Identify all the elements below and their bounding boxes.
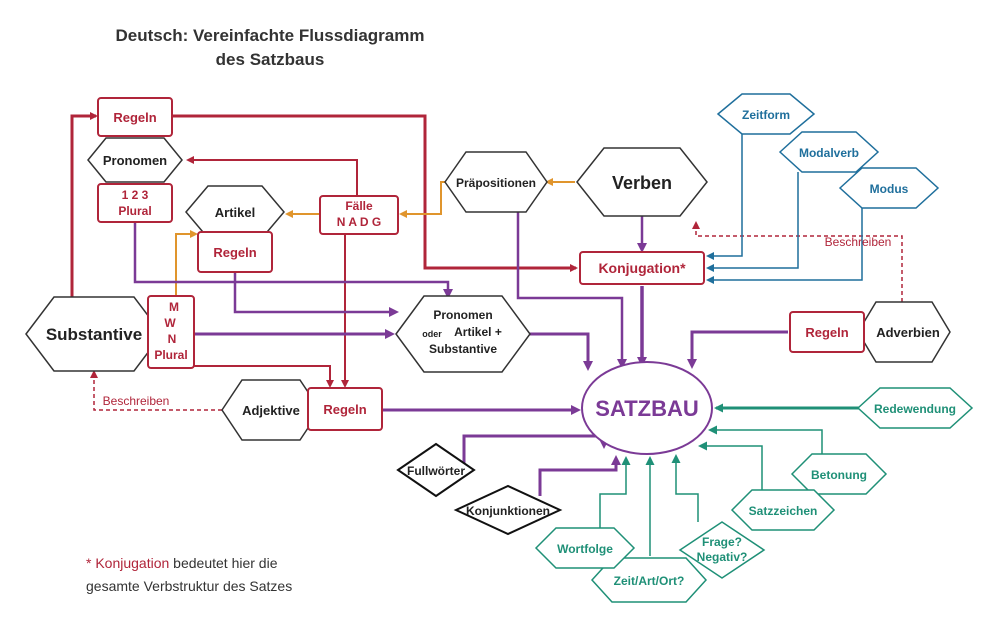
mwn-line-n: N <box>168 332 177 346</box>
beschreiben-right-label: Beschreiben <box>825 235 892 249</box>
konjugation-label: Konjugation* <box>598 260 686 276</box>
faelle-line-2: N A D G <box>337 215 381 229</box>
node-modus: Modus <box>838 167 940 209</box>
arrow-artikel-regeln-to-pas <box>233 272 399 317</box>
pas-line-3: Substantive <box>429 342 497 356</box>
arrow-fullwoerter-to-satzbau <box>462 434 609 466</box>
node-modalverb: Modalverb <box>778 131 880 173</box>
footnote-konjugation: * Konjugation <box>86 555 170 571</box>
node-mwn-rules: M W N Plural <box>147 295 195 369</box>
footnote: * Konjugation bedeutet hier die gesamte … <box>86 552 386 598</box>
faelle-line-1: Fälle <box>345 199 373 213</box>
pronomen-rules-line-1: 1 2 3 <box>122 188 149 202</box>
arrow-modalverb-to-konjugation <box>706 172 799 272</box>
frage-line-2: Negativ? <box>697 550 748 564</box>
arrow-substantive-to-regeln-top <box>70 112 98 298</box>
pronomen-label: Pronomen <box>103 153 167 168</box>
arrow-modus-to-konjugation <box>706 206 863 284</box>
node-pronomen-rules: 1 2 3 Plural <box>97 183 173 223</box>
fullwoerter-label: Fullwörter <box>407 464 465 478</box>
node-frage-negativ: Frage? Negativ? <box>678 521 766 579</box>
footnote-line-2: gesamte Verbstruktur des Satzes <box>86 578 293 594</box>
arrow-regeln-top-to-konjugation <box>173 114 578 272</box>
node-verben: Verben <box>576 147 708 217</box>
node-satzbau: SATZBAU <box>581 361 713 455</box>
arrow-pronomen-to-pas <box>133 220 453 299</box>
redewendung-label: Redewendung <box>874 402 956 416</box>
arrow-adjektive-beschreiben <box>90 370 222 411</box>
footnote-line-1: * Konjugation bedeutet hier die <box>86 552 386 575</box>
node-artikel-regeln: Regeln <box>197 231 273 273</box>
arrow-praepositionen-to-faelle <box>399 181 445 218</box>
pas-artikel-plus: Artikel + <box>454 325 502 339</box>
node-konjugation: Konjugation* <box>579 251 705 285</box>
satzzeichen-label: Satzzeichen <box>749 504 818 518</box>
node-substantive: Substantive <box>25 296 163 372</box>
arrow-wortfolge-to-satzbau <box>599 456 631 530</box>
node-redewendung: Redewendung <box>856 387 974 429</box>
title-line-1: Deutsch: Vereinfachte Flussdiagramm <box>115 26 425 45</box>
adverbien-regeln-label: Regeln <box>805 325 848 340</box>
adjektive-label: Adjektive <box>242 403 300 418</box>
node-zeitform: Zeitform <box>716 93 816 135</box>
zeitform-label: Zeitform <box>742 108 790 122</box>
arrow-mwn-to-artikel-regeln <box>175 230 198 298</box>
arrow-pas-to-satzbau <box>528 332 593 371</box>
node-adverbien: Adverbien <box>857 301 951 363</box>
node-pronomen-artikel-substantive: Pronomen oder Artikel + Substantive <box>395 295 531 373</box>
adverbien-label: Adverbien <box>876 325 940 340</box>
praepositionen-label: Präpositionen <box>456 176 536 190</box>
beschreiben-left-label: Beschreiben <box>103 394 170 408</box>
arrow-praepositionen-to-satzbau <box>516 212 627 369</box>
modus-label: Modus <box>870 182 909 196</box>
arrow-adverbien-regeln-to-satzbau <box>687 330 788 369</box>
mwn-line-plural: Plural <box>154 348 187 362</box>
arrow-adverbien-beschreiben <box>692 221 903 302</box>
konjunktionen-label: Konjunktionen <box>466 504 550 518</box>
node-fullwoerter: Fullwörter <box>396 442 476 498</box>
node-artikel: Artikel <box>185 185 285 239</box>
node-betonung: Betonung <box>790 453 888 495</box>
node-adjektive: Adjektive <box>221 379 321 441</box>
regeln-top-label: Regeln <box>113 110 156 125</box>
diagram-title: Deutsch: Vereinfachte Flussdiagramm des … <box>80 24 460 72</box>
arrow-zeitform-to-konjugation <box>706 134 743 260</box>
satzbau-label: SATZBAU <box>595 396 698 421</box>
pas-line-1: Pronomen <box>433 308 492 322</box>
substantive-label: Substantive <box>46 325 142 344</box>
verben-label: Verben <box>612 173 672 193</box>
node-adverbien-regeln: Regeln <box>789 311 865 353</box>
node-regeln-top: Regeln <box>97 97 173 137</box>
frage-line-1: Frage? <box>702 535 742 549</box>
arrow-frage-to-satzbau <box>671 454 699 522</box>
pronomen-rules-line-2: Plural <box>118 204 151 218</box>
mwn-line-m: M <box>169 300 179 314</box>
title-line-2: des Satzbaus <box>215 50 325 69</box>
arrow-mwn-to-adjektive-regeln <box>194 365 334 388</box>
wortfolge-label: Wortfolge <box>557 542 613 556</box>
node-praepositionen: Präpositionen <box>444 151 548 213</box>
node-wortfolge: Wortfolge <box>534 527 636 569</box>
adjektive-regeln-label: Regeln <box>323 402 366 417</box>
node-pronomen: Pronomen <box>87 137 183 183</box>
modalverb-label: Modalverb <box>799 146 859 160</box>
connectors <box>70 112 903 556</box>
node-faelle: Fälle N A D G <box>319 195 399 235</box>
artikel-regeln-label: Regeln <box>213 245 256 260</box>
node-konjunktionen: Konjunktionen <box>453 484 563 536</box>
arrow-betonung-to-satzbau <box>708 425 823 454</box>
node-adjektive-regeln: Regeln <box>307 387 383 431</box>
node-satzzeichen: Satzzeichen <box>730 489 836 531</box>
artikel-label: Artikel <box>215 205 255 220</box>
pas-oder: oder <box>422 329 442 339</box>
arrow-faelle-to-pronomen <box>186 156 358 196</box>
betonung-label: Betonung <box>811 468 867 482</box>
zeit-art-ort-label: Zeit/Art/Ort? <box>614 574 685 588</box>
footnote-text-1: bedeutet hier die <box>169 555 278 571</box>
arrow-konjunktionen-to-satzbau <box>538 455 621 496</box>
arrow-satzzeichen-to-satzbau <box>698 441 763 490</box>
mwn-line-w: W <box>164 316 176 330</box>
